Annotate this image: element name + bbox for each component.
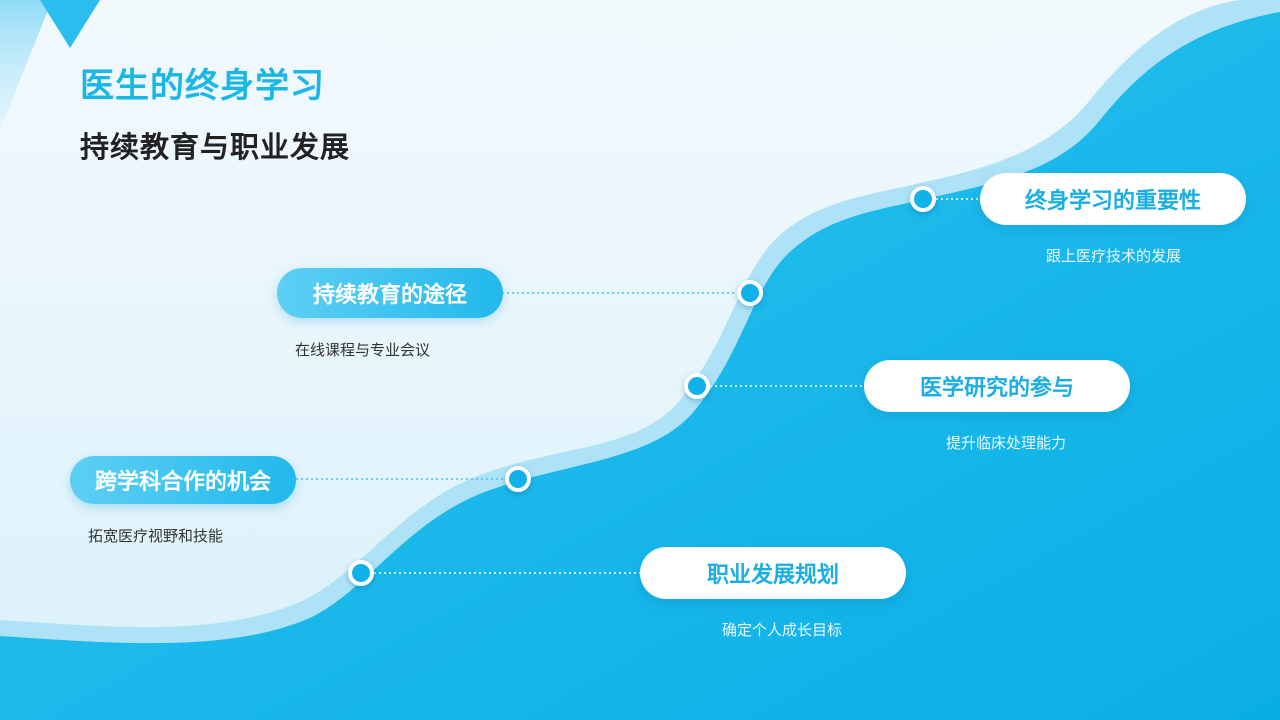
milestone-label-0: 职业发展规划 <box>640 547 906 599</box>
milestone-label-3: 持续教育的途径 <box>277 268 503 318</box>
milestone-dot-4 <box>910 186 936 212</box>
milestone-desc-0: 确定个人成长目标 <box>722 621 843 639</box>
corner-triangle <box>40 0 100 48</box>
milestone-label-1: 跨学科合作的机会 <box>70 456 296 504</box>
corner-decoration <box>0 0 52 130</box>
milestone-dot-3 <box>737 280 763 306</box>
milestone-label-4: 终身学习的重要性 <box>980 173 1246 225</box>
wave-dark <box>0 12 1280 720</box>
milestone-desc-2: 提升临床处理能力 <box>946 434 1067 452</box>
page-subtitle: 持续教育与职业发展 <box>80 130 351 164</box>
milestone-dot-2 <box>684 373 710 399</box>
milestone-desc-4: 跟上医疗技术的发展 <box>1046 247 1182 265</box>
milestone-label-2: 医学研究的参与 <box>864 360 1130 412</box>
page-title: 医生的终身学习 <box>80 66 325 106</box>
milestone-dot-1 <box>505 466 531 492</box>
milestone-desc-3: 在线课程与专业会议 <box>295 341 431 359</box>
milestone-desc-1: 拓宽医疗视野和技能 <box>88 527 224 545</box>
milestone-dot-0 <box>348 560 374 586</box>
